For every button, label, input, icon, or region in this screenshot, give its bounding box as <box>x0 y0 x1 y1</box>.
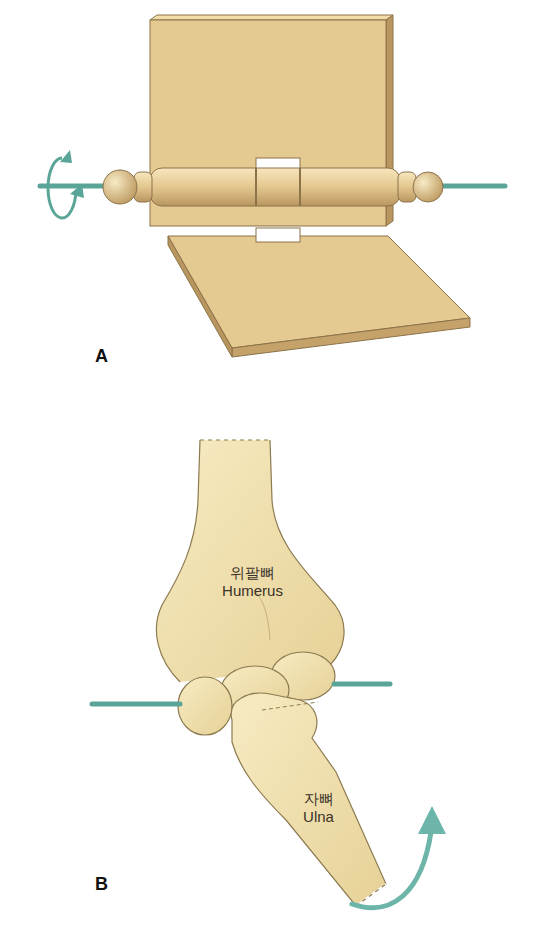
panel-letter: A <box>95 346 108 367</box>
elbow-bones <box>92 440 446 908</box>
bone-region: 위팔뼈Humerus <box>218 561 287 603</box>
panel-letter: B <box>95 874 108 895</box>
hinge <box>40 15 505 357</box>
bone-name: Humerus <box>222 582 283 600</box>
bone-name: Ulna <box>303 808 334 826</box>
bone-name: 위팔뼈 <box>230 564 275 582</box>
bone-name: 자뼈 <box>304 790 334 808</box>
bone-region: 자뼈Ulna <box>299 787 338 829</box>
